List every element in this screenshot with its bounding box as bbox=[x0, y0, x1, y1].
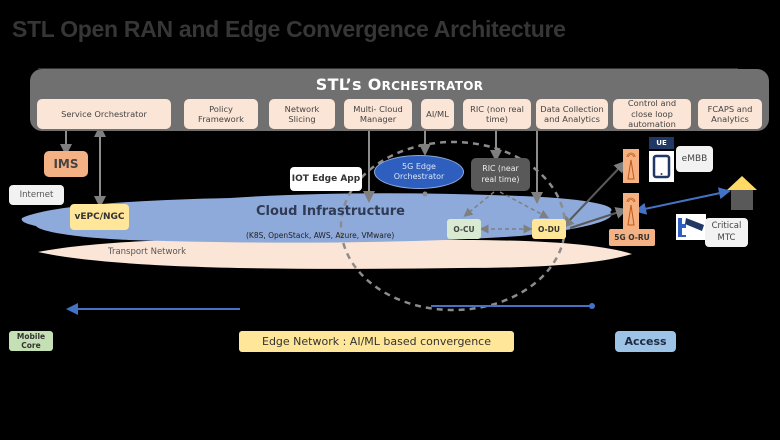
module-network-slicing[interactable]: Network Slicing bbox=[269, 99, 335, 129]
title-divider bbox=[38, 68, 738, 69]
antenna-tower-icon bbox=[626, 152, 636, 180]
access-arrow-dot bbox=[589, 303, 595, 309]
antenna-tower-icon bbox=[626, 197, 636, 226]
cloud-platforms-label: (K8S, OpenStack, AWS, Azure, VMware) bbox=[246, 231, 395, 240]
ue-badge: UE bbox=[649, 137, 674, 149]
orchestrator-title: STL’s ORCHESTRATOR bbox=[30, 75, 769, 94]
diagram-title: STL Open RAN and Edge Convergence Archit… bbox=[12, 16, 566, 42]
tablet-icon bbox=[652, 154, 671, 179]
module-fcaps-analytics[interactable]: FCAPS and Analytics bbox=[698, 99, 762, 129]
stl-orchestrator-panel: STL’s ORCHESTRATOR Service Orchestrator … bbox=[30, 69, 769, 131]
transport-network-label: Transport Network bbox=[108, 247, 187, 257]
module-control-close-loop-automation[interactable]: Control and close loop automation bbox=[613, 98, 691, 129]
module-policy-framework[interactable]: Policy Framework bbox=[184, 99, 258, 129]
house-icon bbox=[727, 176, 757, 210]
o-ru-tower-upper[interactable] bbox=[623, 149, 639, 183]
embb-label: eMBB bbox=[676, 146, 713, 172]
access-label: Access bbox=[615, 331, 676, 352]
mobile-core-label: Mobile Core bbox=[9, 331, 53, 351]
security-camera-icon bbox=[678, 218, 704, 237]
vepc-ngc-node[interactable]: vEPC/NGC bbox=[70, 204, 129, 230]
transport-network-shape bbox=[38, 237, 632, 269]
module-service-orchestrator[interactable]: Service Orchestrator bbox=[37, 99, 171, 129]
edge-network-label: Edge Network : AI/ML based convergence bbox=[239, 331, 514, 352]
home-device[interactable] bbox=[726, 174, 758, 212]
internet-node[interactable]: Internet bbox=[9, 185, 64, 205]
orchestrator-title-smallcaps: RCHESTRATOR bbox=[381, 79, 484, 93]
o-ru-tower-lower[interactable] bbox=[623, 193, 639, 229]
module-multi-cloud-manager[interactable]: Multi- Cloud Manager bbox=[344, 99, 412, 129]
ims-node[interactable]: IMS bbox=[44, 151, 88, 177]
module-ric-non-real-time[interactable]: RIC (non real time) bbox=[463, 99, 531, 129]
5g-o-ru-label: 5G O-RU bbox=[609, 229, 655, 246]
cctv-device[interactable] bbox=[676, 214, 706, 240]
critical-mtc-label: Critical MTC bbox=[705, 218, 748, 247]
cloud-infrastructure-label: Cloud Infrastructure bbox=[256, 204, 405, 219]
iot-edge-app-node[interactable]: IOT Edge App bbox=[290, 167, 362, 191]
o-du-node[interactable]: O-DU bbox=[532, 219, 566, 239]
ue-device[interactable] bbox=[649, 151, 674, 182]
module-ai-ml[interactable]: AI/ML bbox=[421, 99, 454, 129]
o-cu-node[interactable]: O-CU bbox=[447, 219, 481, 239]
module-data-collection-analytics[interactable]: Data Collection and Analytics bbox=[536, 99, 608, 129]
orchestrator-title-main: STL’s O bbox=[315, 75, 382, 94]
5g-edge-orchestrator-node[interactable]: 5G Edge Orchestrator bbox=[374, 155, 464, 189]
ric-near-real-time-node[interactable]: RIC (near real time) bbox=[471, 158, 530, 191]
